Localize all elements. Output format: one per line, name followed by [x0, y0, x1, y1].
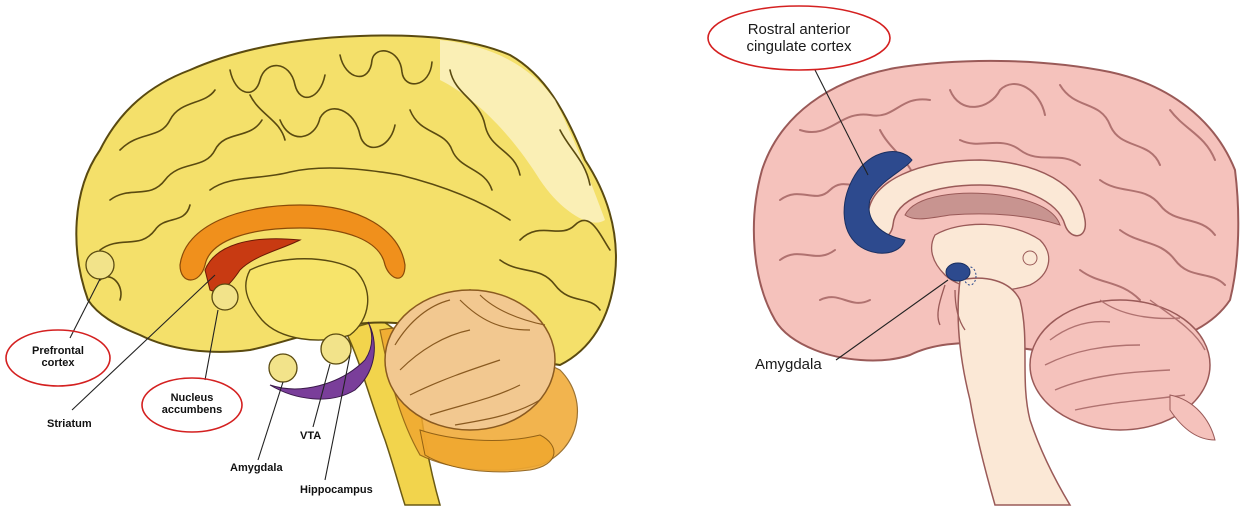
prefrontal-cortex-label: Prefrontal cortex: [28, 345, 88, 369]
nucleus-line2: accumbens: [160, 404, 224, 416]
striatum-label: Striatum: [47, 418, 92, 430]
nucleus-accumbens-sphere: [212, 284, 238, 310]
amygdala-sphere: [269, 354, 297, 382]
nucleus-line1: Nucleus: [160, 392, 224, 404]
right-cerebellum: [1030, 300, 1215, 440]
right-brain-illustration: [708, 6, 1238, 505]
racc-line2: cingulate cortex: [719, 38, 879, 55]
vta-label: VTA: [300, 430, 321, 442]
prefrontal-line2: cortex: [28, 357, 88, 369]
amygdala-label-left: Amygdala: [230, 462, 283, 474]
right-pineal-detail: [1023, 251, 1037, 265]
left-cerebellum: [385, 290, 555, 430]
hippocampus-label: Hippocampus: [300, 484, 373, 496]
prefrontal-line1: Prefrontal: [28, 345, 88, 357]
amygdala-label-right: Amygdala: [755, 356, 822, 373]
nucleus-accumbens-label: Nucleus accumbens: [160, 392, 224, 416]
vta-sphere: [321, 334, 351, 364]
racc-label: Rostral anterior cingulate cortex: [719, 21, 879, 55]
prefrontal-sphere: [86, 251, 114, 279]
racc-line1: Rostral anterior: [719, 21, 879, 38]
right-amygdala-region: [946, 263, 970, 281]
